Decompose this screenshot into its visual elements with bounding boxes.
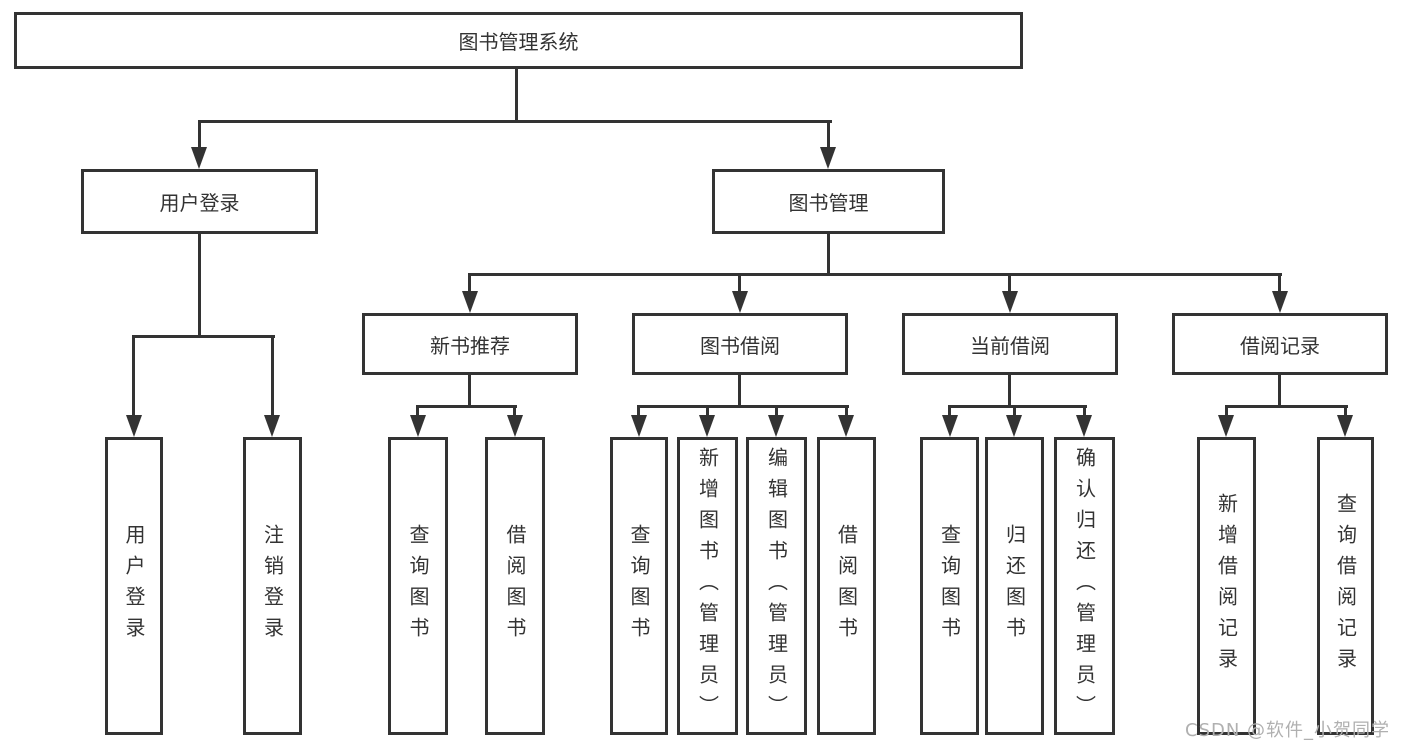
- node-borrow-records: 借阅记录: [1172, 313, 1388, 375]
- node-user-login: 用户登录: [81, 169, 318, 234]
- arrowhead-down-icon: [1076, 415, 1092, 437]
- arrowhead-down-icon: [410, 415, 426, 437]
- connector-to-leaf: [1083, 405, 1086, 419]
- connector-to-user-login: [198, 120, 201, 148]
- leaf-label: 借阅图书: [834, 524, 859, 648]
- leaf-borrow-book-newbook: 借阅图书: [485, 437, 545, 735]
- connector-book-management-stub: [827, 234, 830, 276]
- connector-to-leaf: [1013, 405, 1016, 419]
- connector-borrow-records-branch: [1225, 405, 1348, 408]
- arrowhead-down-icon: [1218, 415, 1234, 437]
- arrowhead-down-icon: [732, 291, 748, 313]
- arrowhead-down-icon: [699, 415, 715, 437]
- connector-borrow-records-stub: [1278, 375, 1281, 408]
- connector-to-current-borrow: [1008, 273, 1011, 293]
- connector-current-borrow-stub: [1008, 375, 1011, 408]
- connector-user-login-stub: [198, 234, 201, 338]
- arrowhead-down-icon: [838, 415, 854, 437]
- connector-to-leaf: [416, 405, 419, 419]
- leaf-label: 注销登录: [260, 524, 285, 648]
- leaf-return-book: 归还图书: [985, 437, 1044, 735]
- leaf-query-book-current: 查询图书: [920, 437, 979, 735]
- connector-root-branch: [198, 120, 832, 123]
- connector-to-book-borrow: [738, 273, 741, 293]
- leaf-label: 借阅图书: [503, 524, 527, 648]
- leaf-label: 新增借阅记录: [1214, 493, 1239, 679]
- connector-to-leaf: [948, 405, 951, 419]
- node-label: 图书管理: [788, 191, 869, 215]
- arrowhead-down-icon: [1272, 291, 1288, 313]
- connector-to-leaf: [132, 335, 135, 417]
- connector-to-leaf: [271, 335, 274, 417]
- connector-new-book-branch: [416, 405, 517, 408]
- arrowhead-down-icon: [768, 415, 784, 437]
- connector-to-leaf: [706, 405, 709, 419]
- connector-to-new-book: [468, 273, 471, 293]
- node-label: 图书借阅: [700, 333, 780, 358]
- leaf-query-borrow-record: 查询借阅记录: [1317, 437, 1374, 735]
- connector-to-leaf: [775, 405, 778, 419]
- connector-to-borrow-records: [1278, 273, 1281, 293]
- arrowhead-down-icon: [1337, 415, 1353, 437]
- leaf-query-book-newbook: 查询图书: [388, 437, 448, 735]
- connector-to-leaf: [637, 405, 640, 419]
- arrowhead-down-icon: [1002, 291, 1018, 313]
- node-library-system: 图书管理系统: [14, 12, 1023, 69]
- connector-to-leaf: [1344, 405, 1347, 419]
- node-book-borrow: 图书借阅: [632, 313, 848, 375]
- node-current-borrow: 当前借阅: [902, 313, 1118, 375]
- csdn-watermark: CSDN @软件_小贺同学: [1185, 720, 1391, 741]
- connector-to-book-management: [827, 120, 830, 148]
- leaf-label: 用户登录: [122, 524, 146, 648]
- connector-to-leaf: [845, 405, 848, 419]
- arrowhead-down-icon: [631, 415, 647, 437]
- connector-user-login-branch: [133, 335, 275, 338]
- leaf-add-borrow-record: 新增借阅记录: [1197, 437, 1256, 735]
- arrowhead-down-icon: [1006, 415, 1022, 437]
- arrowhead-down-icon: [942, 415, 958, 437]
- leaf-add-book-admin: 新增图书（管理员）: [677, 437, 738, 735]
- leaf-label: 查询图书: [627, 524, 651, 648]
- connector-root-stub: [515, 68, 518, 123]
- leaf-borrow-book: 借阅图书: [817, 437, 876, 735]
- arrowhead-down-icon: [507, 415, 523, 437]
- leaf-label: 编辑图书（管理员）: [764, 446, 789, 726]
- leaf-label: 查询借阅记录: [1333, 493, 1358, 679]
- connector-book-management-branch: [468, 273, 1282, 276]
- arrowhead-down-icon: [126, 415, 142, 437]
- node-label: 当前借阅: [970, 333, 1050, 358]
- leaf-label: 查询图书: [937, 524, 962, 648]
- connector-current-borrow-branch: [948, 405, 1087, 408]
- node-label: 借阅记录: [1240, 333, 1320, 358]
- leaf-confirm-return-admin: 确认归还（管理员）: [1054, 437, 1115, 735]
- arrowhead-down-icon: [820, 147, 836, 169]
- arrowhead-down-icon: [462, 291, 478, 313]
- node-label: 图书管理系统: [458, 30, 579, 54]
- connector-to-leaf: [513, 405, 516, 419]
- connector-book-borrow-branch: [637, 405, 849, 408]
- node-new-book-recommend: 新书推荐: [362, 313, 578, 375]
- connector-to-leaf: [1225, 405, 1228, 419]
- leaf-label: 查询图书: [406, 524, 430, 648]
- connector-book-borrow-stub: [738, 375, 741, 408]
- leaf-logout: 注销登录: [243, 437, 302, 735]
- node-label: 新书推荐: [430, 333, 510, 358]
- arrowhead-down-icon: [264, 415, 280, 437]
- node-book-management: 图书管理: [712, 169, 945, 234]
- leaf-label: 新增图书（管理员）: [695, 446, 720, 726]
- leaf-label: 确认归还（管理员）: [1072, 446, 1097, 726]
- arrowhead-down-icon: [191, 147, 207, 169]
- leaf-query-book-borrow: 查询图书: [610, 437, 668, 735]
- leaf-label: 归还图书: [1002, 524, 1027, 648]
- node-label: 用户登录: [159, 191, 240, 215]
- leaf-edit-book-admin: 编辑图书（管理员）: [746, 437, 807, 735]
- leaf-user-login: 用户登录: [105, 437, 163, 735]
- connector-new-book-stub: [468, 375, 471, 408]
